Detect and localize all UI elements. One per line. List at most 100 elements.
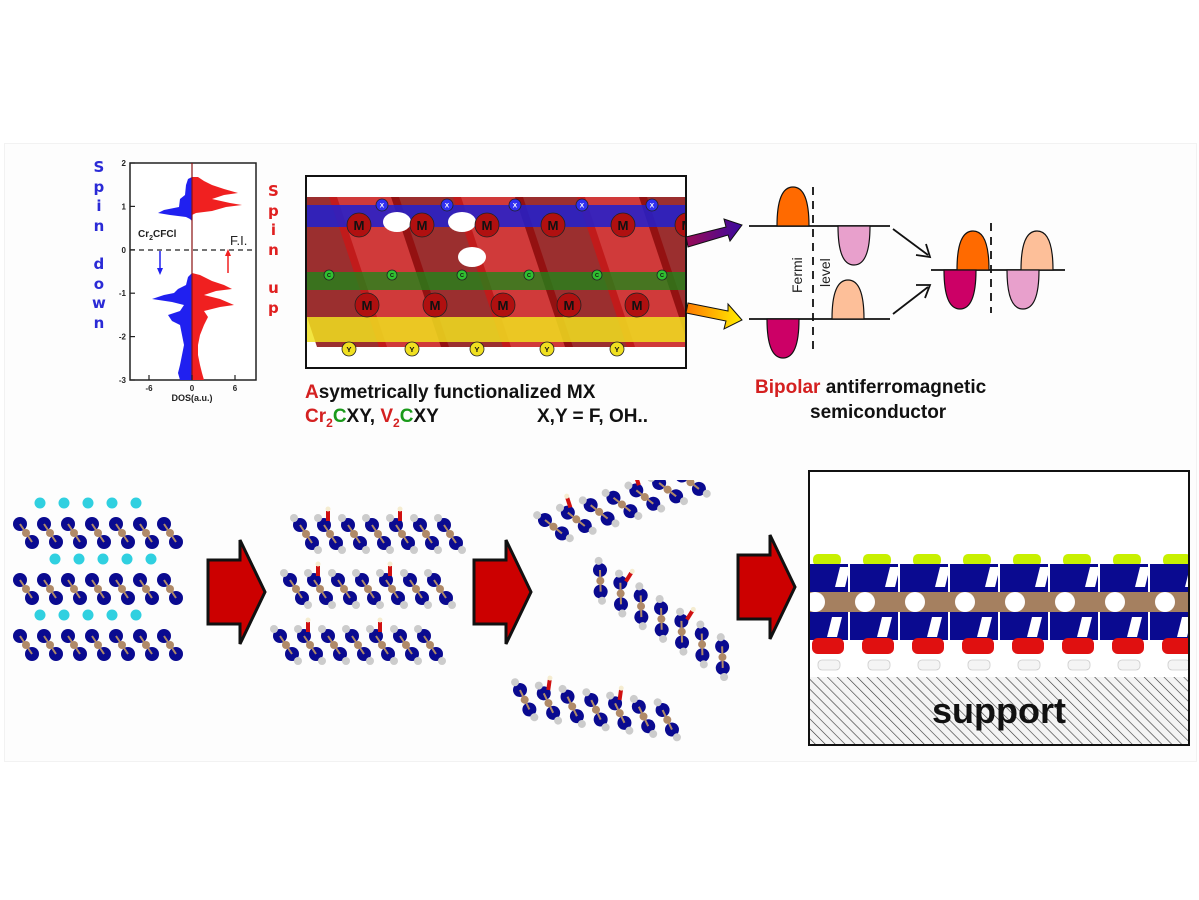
metal-atom-bottom-sphere	[422, 292, 448, 318]
oh-group	[306, 622, 310, 632]
metal-atom-top-sphere	[610, 212, 636, 238]
mx-termination-atom	[647, 480, 656, 483]
mx-bond	[619, 582, 622, 605]
lattice-gap	[955, 592, 975, 612]
spin-down-channel-arrow	[685, 302, 743, 330]
y-atom: Y	[539, 341, 555, 357]
mx-bond	[419, 524, 433, 544]
mx-termination-atom	[554, 716, 563, 725]
structure-caption-line1: Asymetrically functionalized MX	[305, 382, 595, 404]
cr-subscript: 2	[326, 415, 333, 430]
y-atom-label: Y	[346, 345, 351, 354]
oh-group	[388, 566, 392, 576]
mx-termination-atom	[366, 657, 374, 665]
caption-rest: symetrically functionalized MX	[318, 382, 596, 403]
y-tick-label: -1	[119, 289, 127, 298]
lattice-gap	[985, 567, 1000, 587]
hydrogen-group	[1117, 659, 1141, 671]
x-atom-label: X	[380, 202, 385, 209]
mx-bond	[599, 569, 602, 592]
metal-atom-bottom-label: M	[362, 298, 373, 313]
metal-atom-bottom: M	[556, 292, 582, 318]
carbon-atom: C	[323, 269, 335, 281]
mx-bond	[661, 709, 673, 730]
mx-termination-atom	[634, 511, 643, 520]
mx-bottom-atom	[593, 584, 608, 599]
mx-termination-atom	[376, 569, 384, 577]
hydrogen-atom	[618, 685, 624, 691]
y-atom-sphere	[469, 341, 485, 357]
mx-termination-atom	[649, 729, 658, 738]
mx-termination-atom	[606, 691, 615, 700]
occupied-down-state	[766, 318, 800, 359]
combined-peach-state	[1020, 230, 1054, 271]
carbon-atom-label: C	[390, 273, 394, 279]
intercalant-ion	[82, 497, 94, 509]
bottom-metal-layer	[1000, 612, 1048, 640]
hydrogen-group	[917, 659, 941, 671]
merge-arrow-upper	[892, 228, 929, 256]
hydrogen-atom	[629, 568, 635, 574]
mx-termination-atom	[438, 657, 446, 665]
hydrogen-group	[1017, 659, 1041, 671]
oh-group	[326, 511, 330, 521]
mx-top-atom	[633, 588, 648, 603]
y-atom: Y	[609, 341, 625, 357]
lattice-gap	[877, 617, 892, 637]
mx-termination-atom	[424, 569, 432, 577]
mx-termination-atom	[676, 607, 685, 616]
x-atom-sphere	[440, 198, 454, 212]
mx-termination-atom	[328, 569, 336, 577]
lattice-gap	[1077, 617, 1092, 637]
oxygen-group	[912, 638, 944, 654]
mx-termination-atom	[716, 633, 725, 642]
mx-termination-atom	[458, 546, 466, 554]
mx-termination-atom	[294, 625, 302, 633]
mx-bond	[658, 482, 677, 498]
mx-bottom-atom	[695, 648, 710, 663]
cr-rest: XY,	[346, 406, 381, 427]
exfoliated-flake-3	[511, 675, 681, 742]
mx-bond	[67, 635, 81, 655]
mx-termination-atom	[534, 681, 543, 690]
mx-bond	[67, 523, 81, 543]
mx-bond	[443, 524, 457, 544]
x-atom-sphere	[645, 198, 659, 212]
mx-bond	[327, 635, 341, 655]
mx-termination-atom	[304, 569, 312, 577]
mx-bond	[700, 633, 704, 656]
cr-carbon: C	[332, 406, 347, 427]
mx-termination-atom	[635, 582, 644, 591]
mx-bond	[19, 523, 33, 543]
metal-atom-bottom-label: M	[498, 298, 509, 313]
oxygen-group	[1162, 638, 1188, 654]
mx-bond	[614, 702, 626, 724]
level-label: level	[817, 258, 833, 287]
mx-termination-atom	[679, 647, 688, 656]
carbon-layer	[307, 272, 685, 290]
top-termination-group	[1063, 554, 1091, 566]
lattice-gap	[1155, 592, 1175, 612]
oxygen-group	[1012, 638, 1044, 654]
mx-bottom-atom	[641, 719, 656, 734]
mx-bond	[91, 635, 105, 655]
intercalant-ion	[73, 553, 85, 565]
functionalized-layer-2	[280, 561, 456, 609]
intercalant-ion	[58, 497, 70, 509]
spin-letter: n	[268, 240, 279, 259]
mx-termination-atom	[338, 546, 346, 554]
carbon-atom: C	[386, 269, 398, 281]
x-atom: X	[440, 198, 454, 212]
metal-atom-bottom-label: M	[632, 298, 643, 313]
carbon-atom: C	[523, 269, 535, 281]
mx-termination-atom	[280, 569, 288, 577]
carbon-atom-label: C	[595, 273, 599, 279]
x-atom-label: X	[650, 202, 655, 209]
v-carbon: C	[399, 406, 414, 427]
y-atom: Y	[469, 341, 485, 357]
mx-bond	[163, 523, 177, 543]
hydrogen-group	[1167, 659, 1188, 671]
mx-bond	[385, 579, 399, 599]
v-text: V	[380, 406, 394, 427]
intercalant-ion	[34, 609, 46, 621]
